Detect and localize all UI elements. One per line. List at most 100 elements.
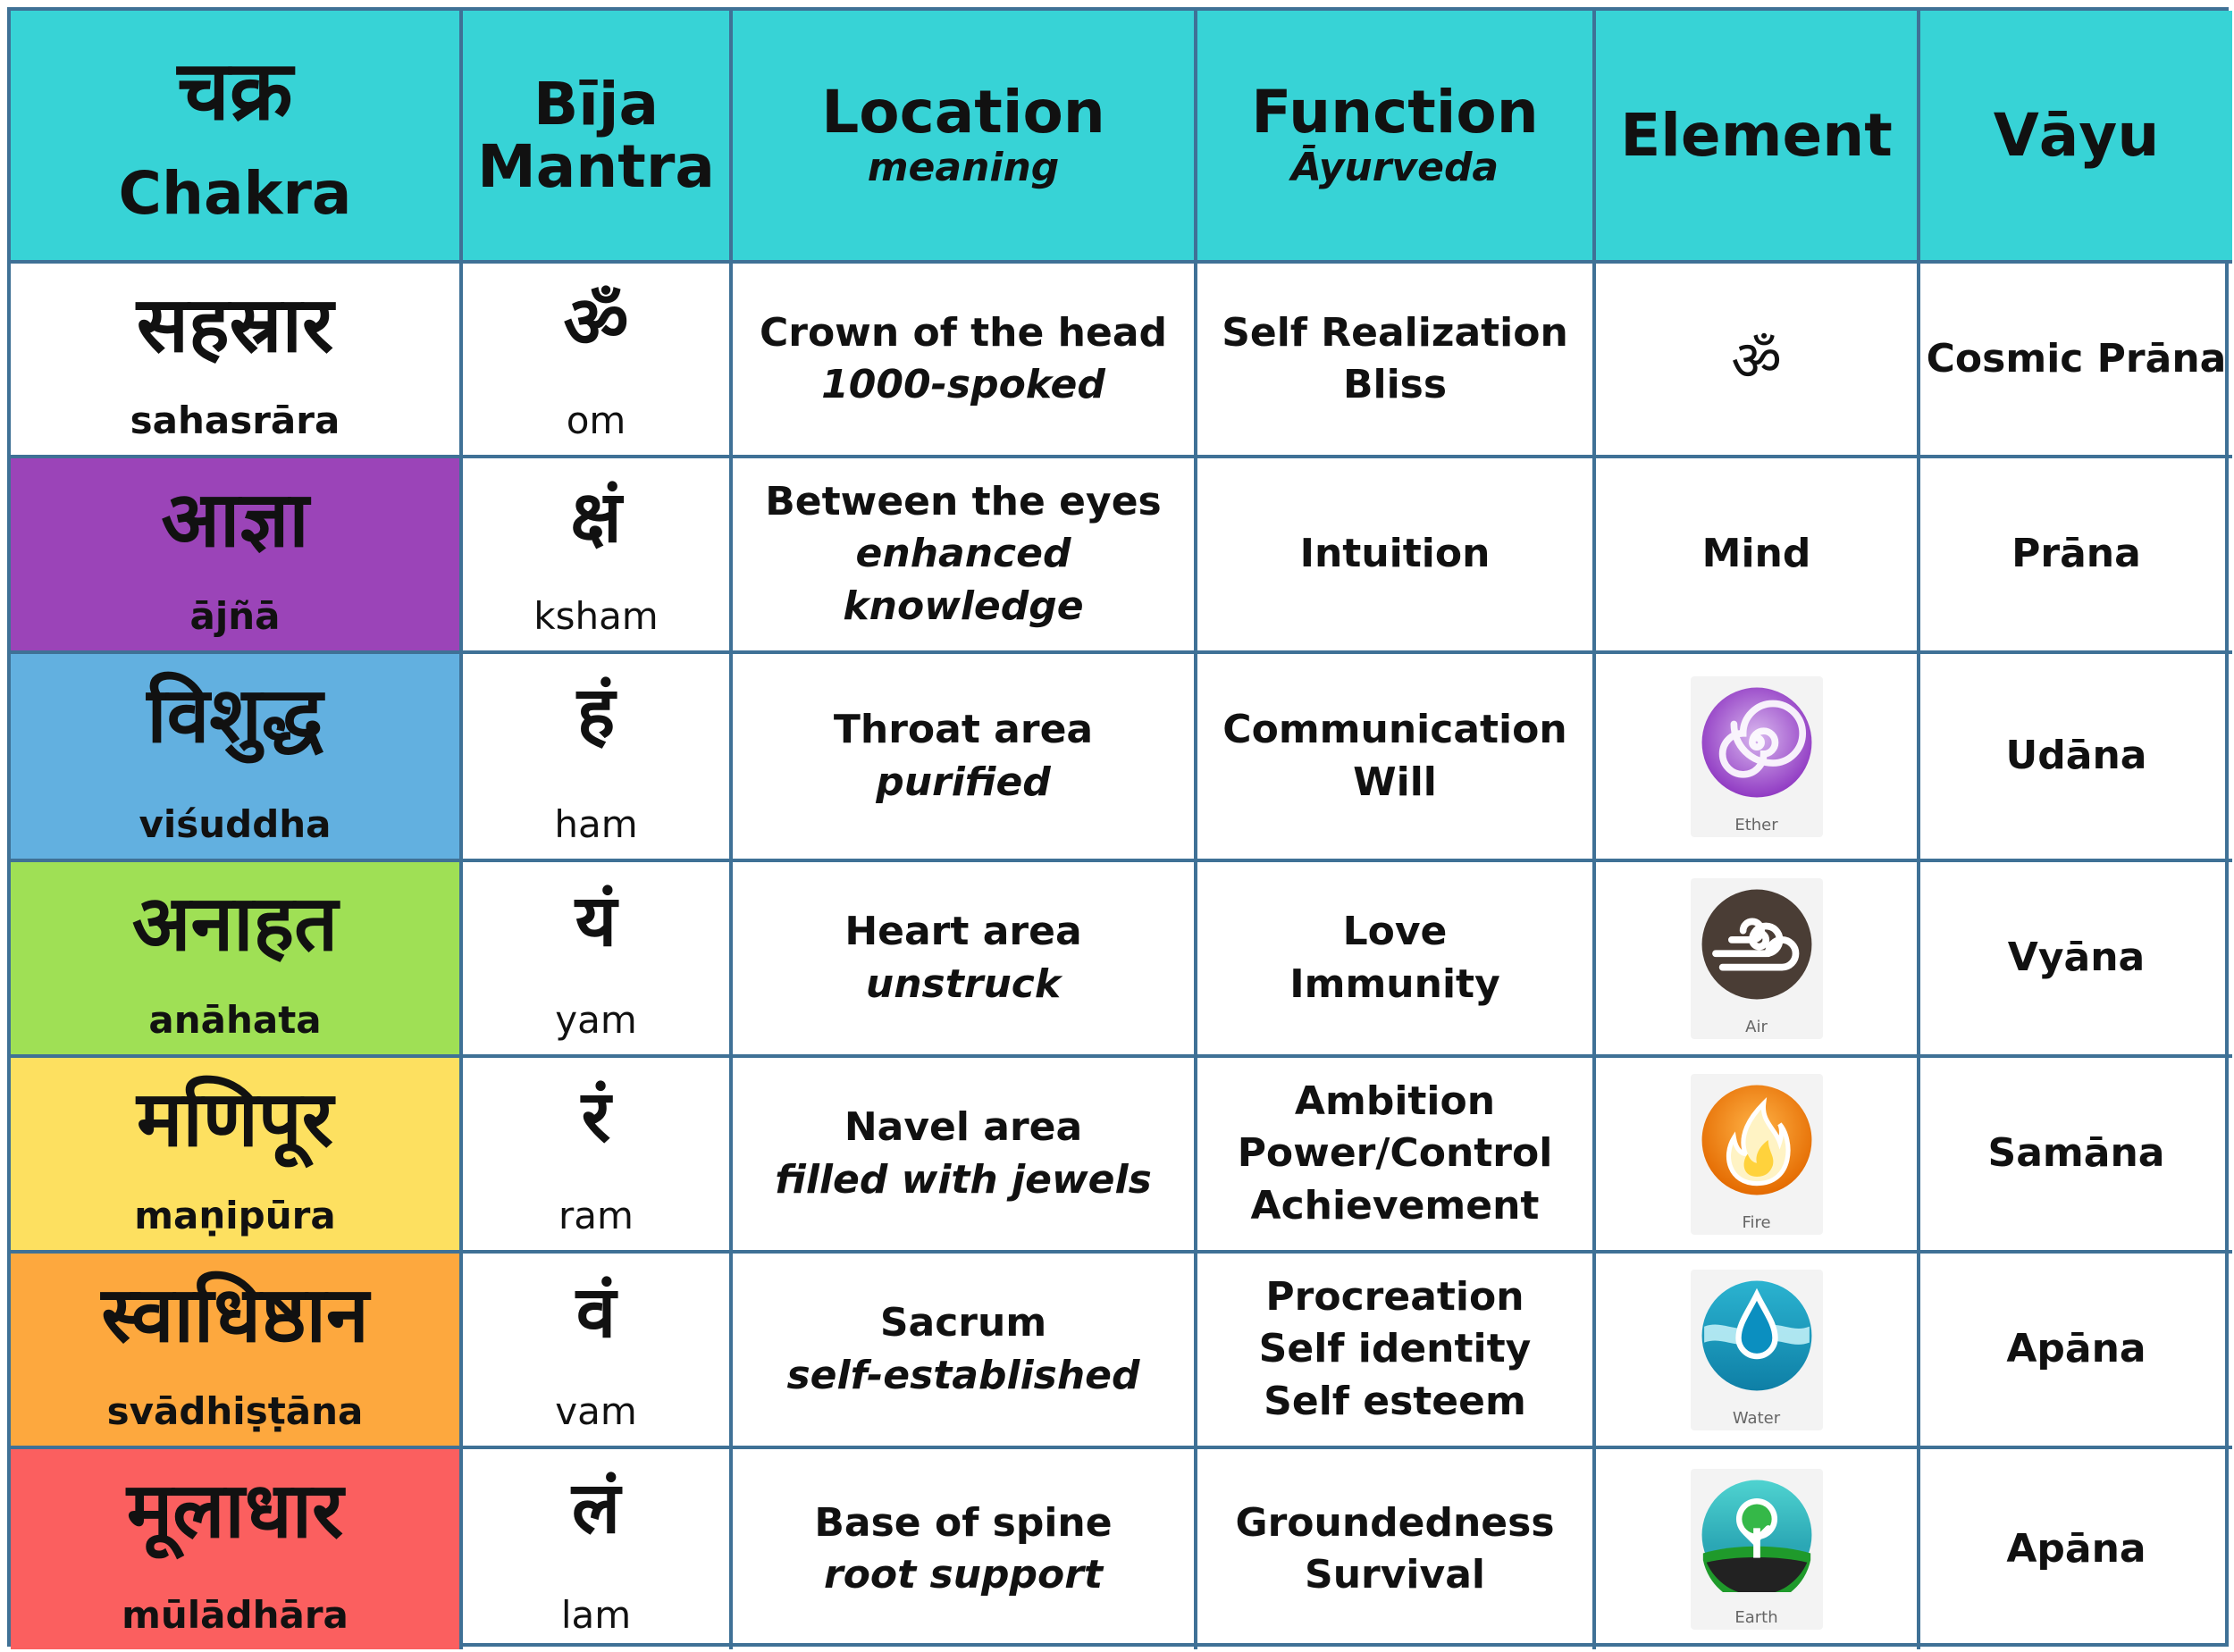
function-cell: Intuition [1197, 458, 1596, 654]
chakra-name-roman: anāhata [148, 998, 322, 1042]
location-text: Crown of the head [759, 309, 1168, 356]
location-meaning: self-established [786, 1352, 1140, 1398]
header-bija-mantra: Bīja Mantra [463, 11, 733, 264]
function-line: Procreation [1265, 1274, 1524, 1321]
function-line: Bliss [1342, 362, 1448, 407]
element-caption: Air [1745, 1017, 1768, 1036]
bija-mantra-cell: रंram [463, 1058, 733, 1254]
water-icon [1700, 1279, 1814, 1396]
location-text: Base of spine [814, 1499, 1113, 1546]
chakra-name-cell: सहस्रार sahasrāra [11, 264, 463, 458]
function-line: Groundedness [1235, 1499, 1555, 1546]
bija-devanagari: क्षं [570, 475, 622, 558]
bija-devanagari: यं [575, 879, 617, 962]
vayu-cell: Vyāna [1920, 862, 2232, 1058]
bija-devanagari: वं [575, 1270, 617, 1354]
element-cell: Mind [1596, 458, 1920, 654]
chakra-name-cell: आज्ञाājñā [11, 458, 463, 654]
element-cell: Ether [1596, 654, 1920, 862]
vayu-cell: Samāna [1920, 1058, 2232, 1254]
bija-roman: ham [554, 802, 638, 846]
chakra-name-devanagari: आज्ञा [161, 475, 309, 565]
chakra-name-devanagari: अनाहत [131, 879, 339, 969]
chakra-name-roman: mūlādhāra [122, 1593, 349, 1637]
location-cell: Base of spine root support [733, 1449, 1197, 1649]
header-location-label: Location [821, 77, 1105, 147]
header-bija-line1: Bīja [533, 70, 659, 139]
vayu-text: Cosmic Prāna [1926, 335, 2227, 382]
element-cell: Fire [1596, 1058, 1920, 1254]
location-text: Heart area [844, 909, 1082, 955]
chakra-name-cell: अनाहत anāhata [11, 862, 463, 1058]
element-caption: Water [1732, 1408, 1781, 1428]
bija-roman: ksham [533, 594, 659, 638]
location-meaning: purified [876, 759, 1051, 805]
function-line: Will [1353, 759, 1437, 805]
vayu-text: Prāna [2011, 531, 2141, 577]
bija-roman: om [566, 398, 626, 442]
element-cell: Air [1596, 862, 1920, 1058]
earth-icon [1700, 1478, 1814, 1605]
bija-mantra-cell: यं yam [463, 862, 733, 1058]
header-vayu: Vāyu [1920, 11, 2232, 264]
element-cell: Water [1596, 1254, 1920, 1449]
element-text: ॐ [1731, 328, 1782, 393]
earth-element-badge: Earth [1690, 1469, 1823, 1630]
header-location-sub: meaning [867, 144, 1060, 190]
location-meaning: root support [824, 1552, 1103, 1597]
location-cell: Sacrum self-established [733, 1254, 1197, 1449]
element-cell: Earth [1596, 1449, 1920, 1649]
function-line: Intuition [1299, 531, 1491, 577]
water-element-badge: Water [1690, 1269, 1823, 1430]
location-text: Navel area [844, 1104, 1083, 1151]
bija-roman: vam [555, 1389, 637, 1433]
chakra-name-roman: sahasrāra [130, 398, 340, 442]
chakra-name-roman: maṇipūra [134, 1194, 336, 1237]
chakra-name-roman: svādhiṣṭāna [106, 1389, 364, 1433]
function-line: Achievement [1250, 1182, 1540, 1229]
header-function-sub: Āyurveda [1290, 144, 1499, 190]
air-icon [1700, 887, 1814, 1005]
ether-icon [1700, 685, 1814, 803]
function-line: Self esteem [1264, 1378, 1526, 1424]
element-text: Mind [1701, 531, 1811, 577]
vayu-cell: Udāna [1920, 654, 2232, 862]
vayu-text: Samāna [1987, 1130, 2165, 1177]
header-chakra-devanagari: चक्र [177, 43, 293, 139]
bija-devanagari: रं [581, 1075, 611, 1158]
function-line: Ambition [1294, 1078, 1496, 1125]
function-line: Love [1342, 909, 1448, 955]
vayu-text: Apāna [2006, 1326, 2146, 1372]
header-chakra-label: Chakra [118, 159, 352, 229]
location-meaning: filled with jewels [775, 1156, 1152, 1203]
bija-mantra-cell: वं vam [463, 1254, 733, 1449]
chakra-name-roman: viśuddha [139, 802, 332, 846]
vayu-cell: Cosmic Prāna [1920, 264, 2232, 458]
bija-roman: yam [555, 998, 637, 1042]
function-line: Self Realization [1222, 309, 1568, 356]
function-line: Communication [1222, 707, 1567, 753]
chakra-name-devanagari: स्वाधिष्ठान [101, 1270, 369, 1360]
fire-icon [1700, 1083, 1814, 1201]
element-caption: Earth [1734, 1608, 1778, 1627]
chakra-name-devanagari: सहस्रार [136, 281, 334, 370]
chakra-name-cell: स्वाधिष्ठान svādhiṣṭāna [11, 1254, 463, 1449]
function-line: Self identity [1258, 1326, 1532, 1372]
element-caption: Fire [1742, 1212, 1771, 1232]
header-bija-line2: Mantra [477, 131, 715, 201]
chakra-name-devanagari: मूलाधार [126, 1466, 344, 1556]
location-meaning: 1000-spoked [821, 362, 1105, 407]
bija-mantra-cell: लंlam [463, 1449, 733, 1649]
location-text: Throat area [833, 707, 1094, 753]
function-line: Immunity [1289, 960, 1500, 1007]
location-text: Sacrum [879, 1300, 1047, 1346]
location-text: Between the eyes [765, 479, 1162, 525]
